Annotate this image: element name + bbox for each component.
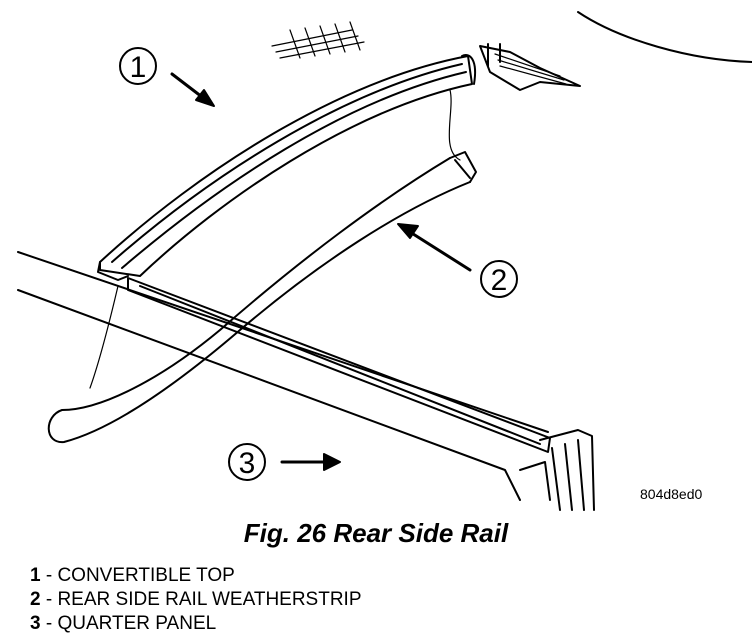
body-contour-line <box>577 11 752 63</box>
callout-number-3: 3 <box>239 447 256 480</box>
callout-arrowhead-3 <box>323 453 341 471</box>
convertible-top-rail <box>99 55 473 277</box>
legend-item: 3 - QUARTER PANEL <box>30 612 362 636</box>
top-fabric-edge <box>89 285 119 389</box>
quarter-panel-channel <box>127 277 551 453</box>
callout-number-1: 1 <box>130 51 147 84</box>
legend-number: 1 <box>30 565 41 586</box>
figure-ref-code: 804d8ed0 <box>640 486 703 502</box>
callout-arrowhead-1 <box>195 89 215 107</box>
figure-title: Fig. 26 Rear Side Rail <box>243 518 509 548</box>
legend-text: - QUARTER PANEL <box>40 613 217 634</box>
legend-item: 2 - REAR SIDE RAIL WEATHERSTRIP <box>30 588 362 612</box>
legend-number: 2 <box>30 589 41 610</box>
callout-arrow-2 <box>408 230 472 272</box>
legend-number: 3 <box>30 613 41 634</box>
quarter-panel-end <box>539 429 595 511</box>
rear-side-rail-illustration: 1 2 3 <box>17 11 752 511</box>
callout-circle-1 <box>119 47 157 85</box>
rear-side-rail-weatherstrip <box>47 157 471 444</box>
callout-arrowhead-2 <box>397 223 419 239</box>
legend-text: - CONVERTIBLE TOP <box>40 565 235 586</box>
latch-detail <box>479 45 581 91</box>
callout-circle-2 <box>480 260 518 298</box>
legend-list: 1 - CONVERTIBLE TOP 2 - REAR SIDE RAIL W… <box>30 564 362 636</box>
callout-number-2: 2 <box>491 264 508 297</box>
quarter-panel-line-lower <box>17 289 521 501</box>
mesh-hatch <box>271 21 365 59</box>
callout-circle-3 <box>228 443 266 481</box>
legend-item: 1 - CONVERTIBLE TOP <box>30 564 362 588</box>
legend-text: - REAR SIDE RAIL WEATHERSTRIP <box>40 589 362 610</box>
